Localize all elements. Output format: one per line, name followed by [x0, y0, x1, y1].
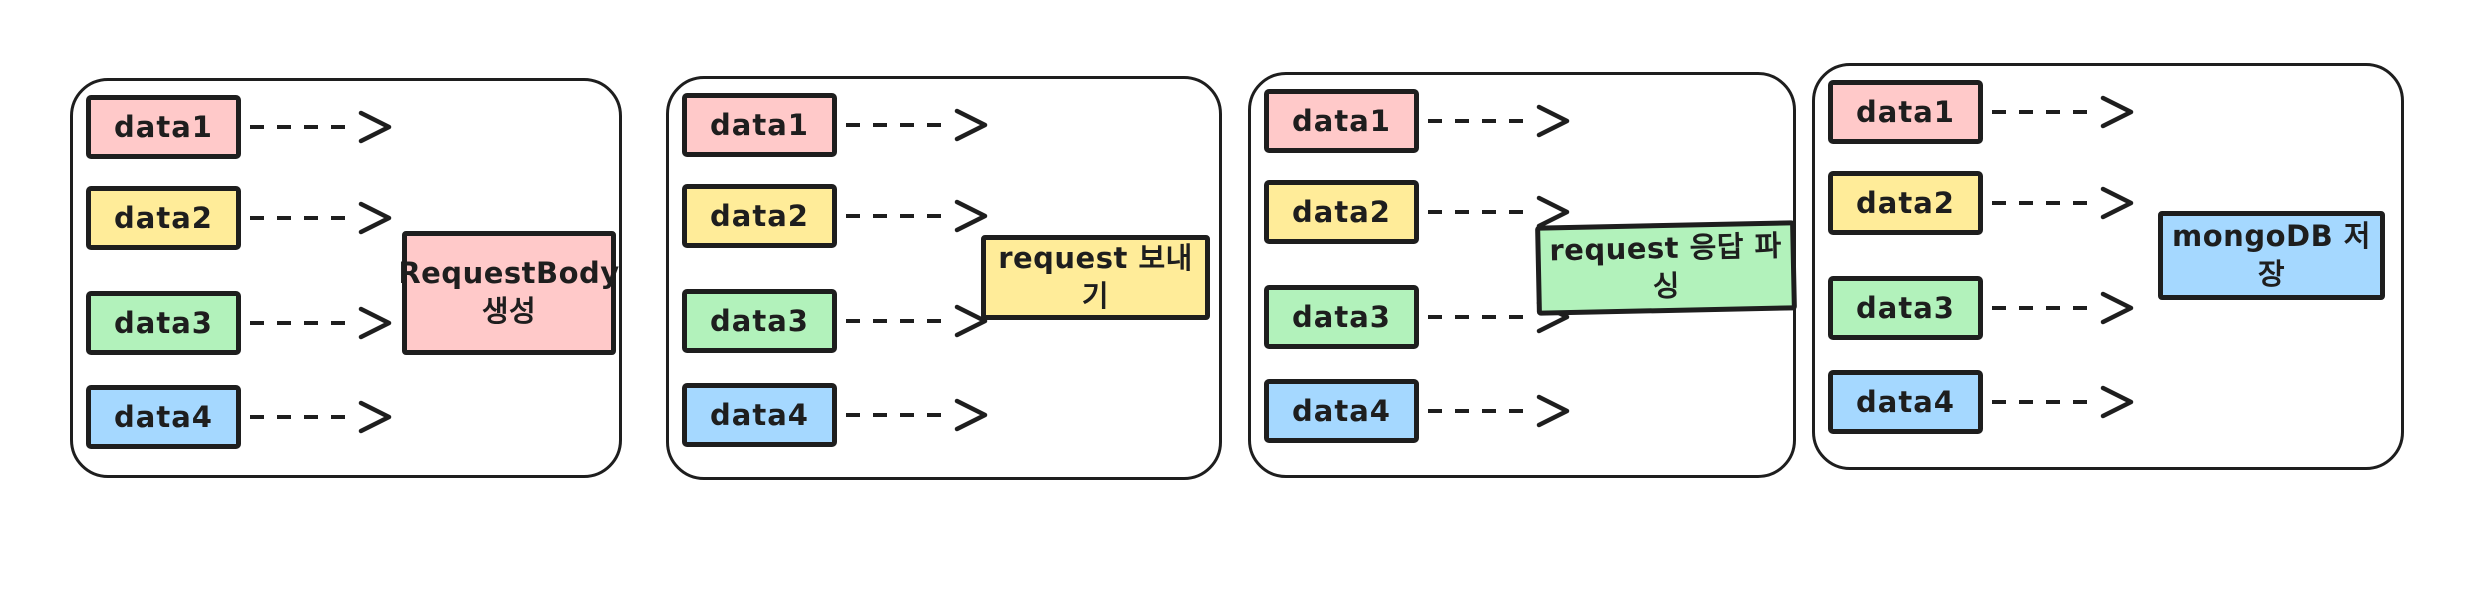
data-box-label: data1 [1856, 95, 1955, 129]
dashed-arrow-icon [1992, 291, 2134, 325]
data-box-label: data3 [114, 306, 213, 340]
process-box: request 응답 파싱 [1535, 220, 1797, 316]
panel-requestbody-creation: data1 data2 data3 data4 RequestBody 생성 [70, 78, 622, 478]
process-box-label: request 보내기 [998, 240, 1193, 313]
data-box-label: data2 [710, 199, 809, 233]
data-box: data4 [682, 383, 837, 447]
data-box: data2 [682, 184, 837, 248]
data-box-label: data4 [1856, 385, 1955, 419]
dashed-arrow-icon [846, 398, 988, 432]
dashed-arrow-icon [846, 108, 988, 142]
data-box-label: data4 [1292, 394, 1391, 428]
data-box-label: data4 [114, 400, 213, 434]
dashed-arrow-icon [1428, 394, 1570, 428]
data-box: data3 [682, 289, 837, 353]
data-box: data3 [1828, 276, 1983, 340]
dashed-arrow-icon [846, 304, 988, 338]
data-box-label: data1 [1292, 104, 1391, 138]
data-box: data2 [1828, 171, 1983, 235]
panel-request-send: data1 data2 data3 data4 request 보내기 [666, 76, 1222, 480]
data-box: data1 [86, 95, 241, 159]
dashed-arrow-icon [1992, 385, 2134, 419]
dashed-arrow-icon [250, 110, 392, 144]
data-box: data2 [86, 186, 241, 250]
dashed-arrow-icon [250, 306, 392, 340]
dashed-arrow-icon [250, 400, 392, 434]
data-box: data4 [1828, 370, 1983, 434]
data-box: data1 [1264, 89, 1419, 153]
data-box: data3 [86, 291, 241, 355]
data-box-label: data1 [710, 108, 809, 142]
data-box: data2 [1264, 180, 1419, 244]
panel-response-parsing: data1 data2 data3 data4 request 응답 파싱 [1248, 72, 1797, 478]
data-box-label: data1 [114, 110, 213, 144]
data-box-label: data3 [710, 304, 809, 338]
dashed-arrow-icon [1992, 186, 2134, 220]
process-box-label: RequestBody 생성 [398, 256, 620, 328]
process-box: RequestBody 생성 [398, 231, 619, 355]
data-box-label: data3 [1292, 300, 1391, 334]
data-box-label: data2 [114, 201, 213, 235]
data-box-label: data2 [1292, 195, 1391, 229]
panel-mongodb-save: data1 data2 data3 data4 mongoDB 저장 [1812, 63, 2404, 470]
data-box: data3 [1264, 285, 1419, 349]
data-box: data4 [1264, 379, 1419, 443]
process-box: mongoDB 저장 [2158, 211, 2385, 300]
data-box-label: data4 [710, 398, 809, 432]
data-box-label: data2 [1856, 186, 1955, 220]
data-box: data1 [1828, 80, 1983, 144]
dashed-arrow-icon [1428, 104, 1570, 138]
dashed-arrow-icon [250, 201, 392, 235]
data-box: data4 [86, 385, 241, 449]
process-box-label: mongoDB 저장 [2172, 218, 2371, 291]
dashed-arrow-icon [1992, 95, 2134, 129]
process-box-label: request 응답 파싱 [1549, 228, 1783, 304]
dashed-arrow-icon [846, 199, 988, 233]
data-box-label: data3 [1856, 291, 1955, 325]
dashed-arrow-icon [1428, 195, 1570, 229]
data-box: data1 [682, 93, 837, 157]
process-box: request 보내기 [981, 235, 1210, 320]
